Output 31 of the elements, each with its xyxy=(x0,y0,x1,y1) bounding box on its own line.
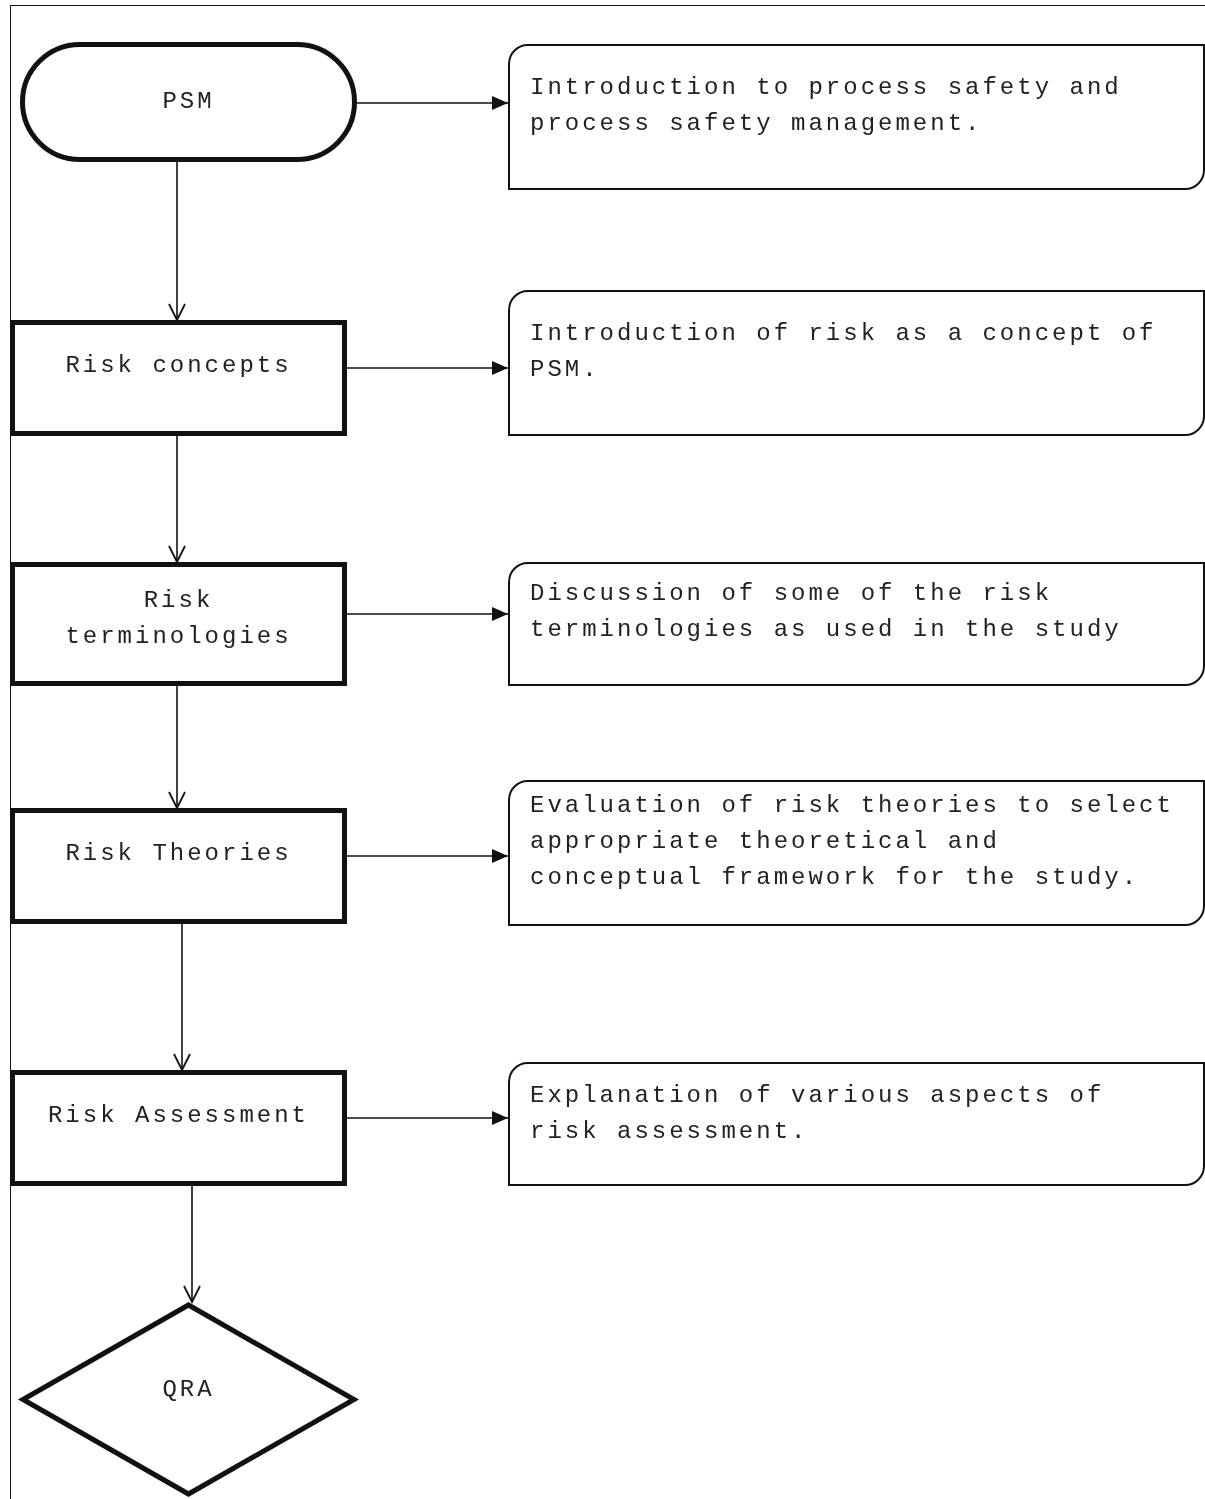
description-box xyxy=(508,290,1205,436)
arrow xyxy=(356,96,509,110)
arrow xyxy=(346,849,509,863)
description-box xyxy=(508,44,1205,190)
arrow xyxy=(168,435,186,563)
description-box xyxy=(508,562,1205,686)
description-box xyxy=(508,780,1205,926)
process-box xyxy=(10,1070,347,1186)
decision-diamond xyxy=(20,1302,357,1497)
node-label: Explanation of various aspects of risk assessment. xyxy=(530,1081,1106,1147)
arrow xyxy=(346,1111,509,1125)
process-box xyxy=(10,808,347,924)
node-label: QRA xyxy=(162,1374,215,1405)
node-label: Risk Assessment xyxy=(47,1101,309,1131)
node-label: Risk Theories xyxy=(65,839,292,869)
node-label: Evaluation of risk theories to select appropriate theoretical and conceptual framework for the study. xyxy=(530,791,1175,893)
node-label: Introduction to process safety and process safety management. xyxy=(530,73,1123,139)
arrow xyxy=(346,361,509,375)
arrow xyxy=(168,685,186,809)
node-label: Risk terminologies xyxy=(65,586,292,652)
arrow xyxy=(173,923,191,1071)
arrow xyxy=(183,1185,201,1303)
node-label: Introduction of risk as a concept of PSM. xyxy=(530,319,1158,385)
description-box xyxy=(508,1062,1205,1186)
node-label: PSM xyxy=(162,87,215,117)
node-label: Risk concepts xyxy=(65,351,292,381)
process-box xyxy=(10,320,347,436)
arrow xyxy=(346,607,509,621)
process-box xyxy=(10,562,347,686)
arrow xyxy=(168,161,186,321)
node-label: Discussion of some of the risk terminologies as used in the study xyxy=(530,579,1123,645)
